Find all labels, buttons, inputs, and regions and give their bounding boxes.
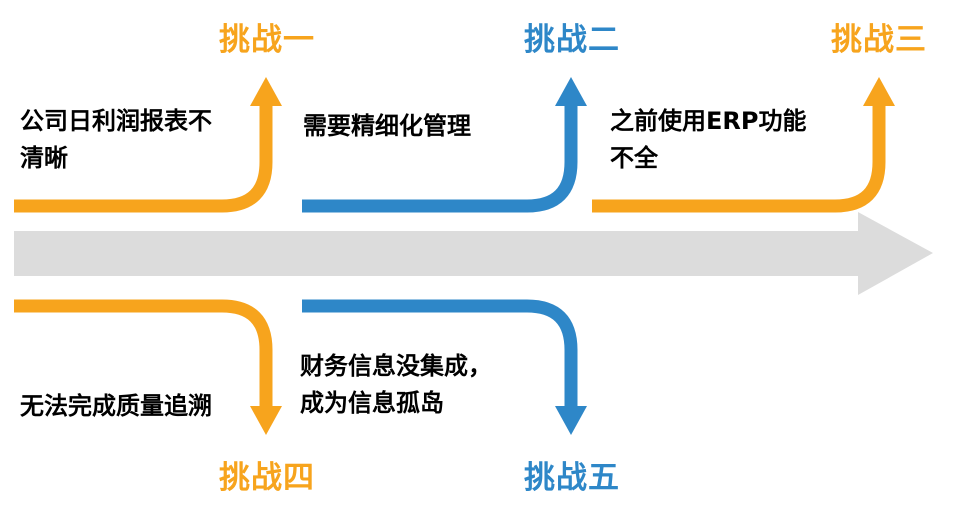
- challenge-4-arrow: [14, 299, 273, 408]
- challenge-4-arrowhead: [250, 406, 282, 435]
- challenge-5-label: 挑战五: [524, 460, 620, 496]
- challenge-1-arrow: [14, 104, 273, 213]
- challenge-1-description: 公司日利润报表不 清晰: [20, 107, 212, 172]
- challenge-2-label: 挑战二: [524, 22, 620, 58]
- challenge-3-arrowhead: [863, 77, 895, 106]
- main-timeline-arrow: [14, 212, 933, 295]
- challenge-3-label: 挑战三: [831, 22, 927, 58]
- challenge-1-label: 挑战一: [219, 22, 315, 58]
- challenge-2-arrow: [302, 104, 578, 213]
- challenge-5-arrow: [302, 299, 578, 408]
- challenge-4-label: 挑战四: [219, 460, 315, 496]
- challenge-4-description: 无法完成质量追溯: [20, 392, 212, 420]
- challenge-2-arrowhead: [555, 77, 587, 106]
- challenge-5-arrowhead: [555, 406, 587, 435]
- challenge-5-description: 财务信息没集成， 成为信息孤岛: [300, 352, 492, 417]
- challenge-1-arrowhead: [250, 77, 282, 106]
- challenge-2-description: 需要精细化管理: [303, 112, 471, 140]
- challenge-3-description: 之前使用ERP功能 不全: [610, 107, 807, 172]
- challenge-3-arrow: [592, 104, 886, 213]
